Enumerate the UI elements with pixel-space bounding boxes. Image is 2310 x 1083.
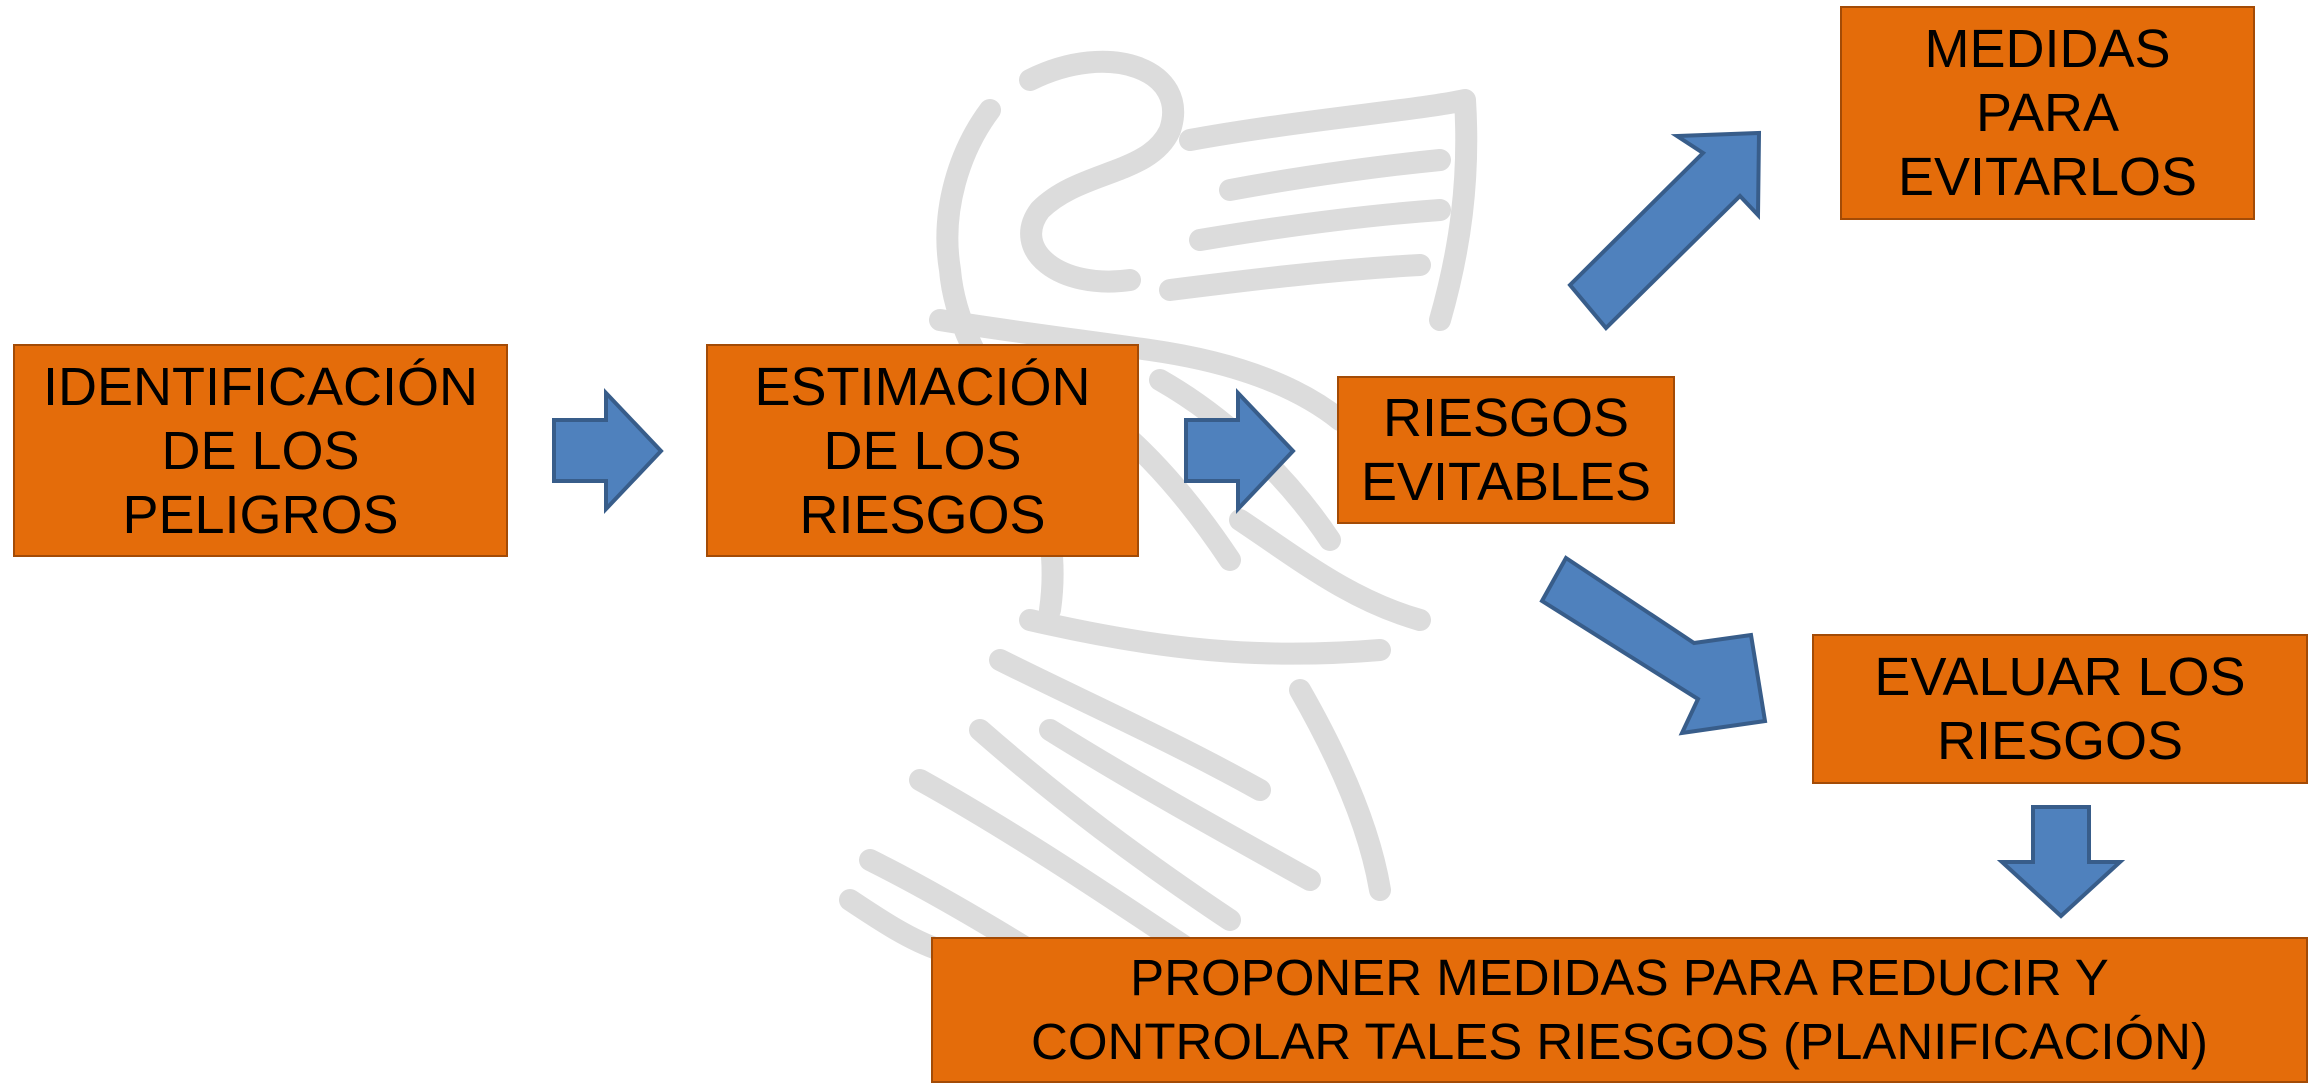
riesgos-evitables-box: RIESGOS EVITABLES: [1337, 376, 1675, 524]
proponer-medidas-label: PROPONER MEDIDAS PARA REDUCIR Y CONTROLA…: [1031, 949, 2208, 1070]
riesgos-evitables-label: RIESGOS EVITABLES: [1360, 388, 1652, 512]
medidas-evitarlos-box: MEDIDAS PARA EVITARLOS: [1840, 6, 2255, 220]
medidas-evitarlos-label: MEDIDAS PARA EVITARLOS: [1897, 19, 2198, 207]
proponer-medidas-box: PROPONER MEDIDAS PARA REDUCIR Y CONTROLA…: [931, 937, 2308, 1083]
estimacion-riesgos-box: ESTIMACIÓN DE LOS RIESGOS: [706, 344, 1139, 557]
arrow-up-right-icon: [1567, 130, 1762, 331]
arrow-right-2-icon: [1184, 387, 1296, 515]
estimacion-riesgos-label: ESTIMACIÓN DE LOS RIESGOS: [754, 356, 1091, 545]
arrow-right-1-icon: [552, 387, 664, 515]
evaluar-riesgos-label: EVALUAR LOS RIESGOS: [1874, 647, 2246, 771]
arrow-down-icon: [1996, 805, 2126, 919]
evaluar-riesgos-box: EVALUAR LOS RIESGOS: [1812, 634, 2308, 784]
identificacion-peligros-box: IDENTIFICACIÓN DE LOS PELIGROS: [13, 344, 508, 557]
identificacion-peligros-label: IDENTIFICACIÓN DE LOS PELIGROS: [42, 356, 478, 545]
arrow-down-right-icon: [1539, 555, 1768, 736]
